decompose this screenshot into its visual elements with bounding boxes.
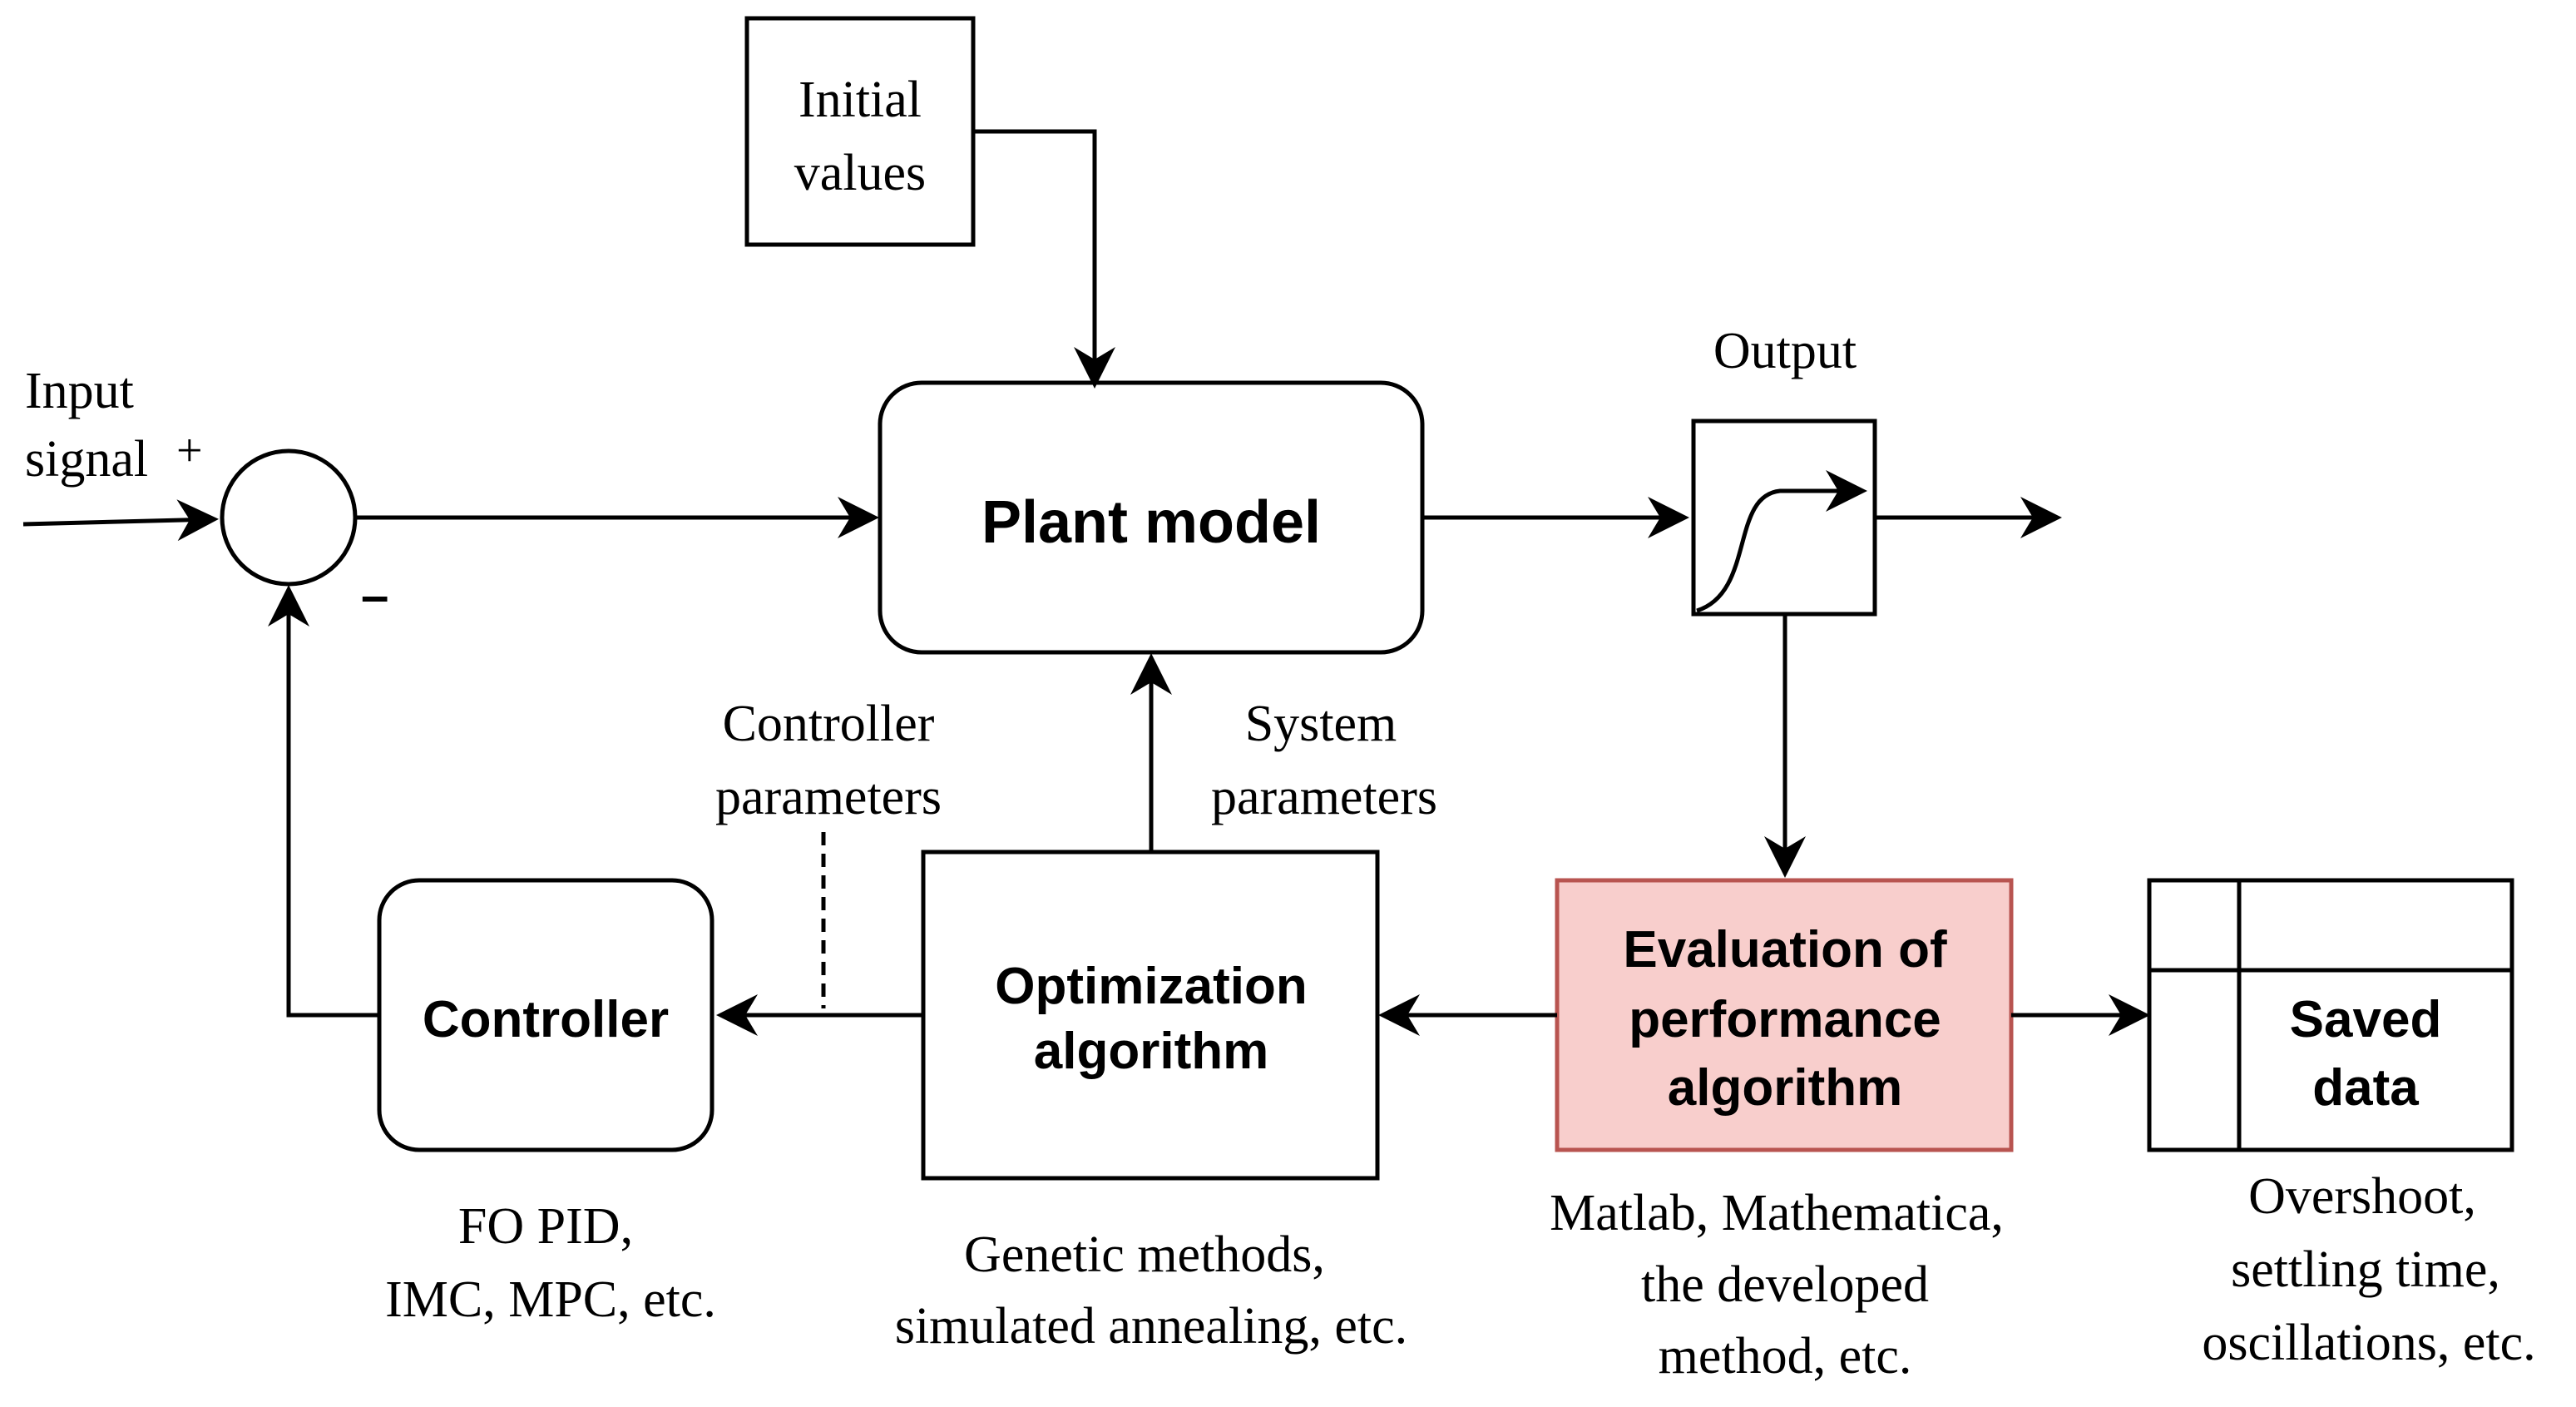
minus-sign: – — [361, 567, 388, 623]
optimization-caption-line1: Genetic methods, — [964, 1226, 1325, 1283]
controller-params-line1: Controller — [723, 696, 935, 752]
output-label: Output — [1713, 323, 1857, 379]
system-params-line2: parameters — [1211, 769, 1437, 825]
optimization-caption-line2: simulated annealing, etc. — [895, 1298, 1407, 1355]
plant-model-label: Plant model — [981, 489, 1321, 556]
step-response-icon — [1696, 470, 1867, 613]
evaluation-label-line2: performance — [1629, 991, 1941, 1048]
optimization-algorithm-block: Optimization algorithm — [921, 850, 1380, 1181]
saved-data-block: Saved data — [2147, 878, 2514, 1152]
system-params-line1: System — [1245, 696, 1397, 752]
optimization-label-line2: algorithm — [1034, 1023, 1268, 1080]
input-arrow — [22, 499, 219, 542]
plus-sign: + — [176, 425, 203, 477]
optimization-label-line1: Optimization — [995, 958, 1307, 1015]
evaluation-label-line3: algorithm — [1668, 1059, 1902, 1117]
controller-caption-line2: IMC, MPC, etc. — [385, 1271, 716, 1328]
controller-block: Controller — [377, 878, 714, 1152]
initial-values-line1: Initial — [799, 72, 922, 128]
evaluation-caption-line2: the developed — [1641, 1256, 1929, 1313]
saved-caption-line1: Overshoot, — [2248, 1168, 2476, 1225]
feedback-arrow — [268, 585, 379, 1018]
evaluation-block: Evaluation of performance algorithm — [1555, 878, 2014, 1152]
saved-caption-line2: settling time, — [2231, 1241, 2500, 1298]
controller-params-line2: parameters — [715, 769, 942, 825]
evaluation-caption-line3: method, etc. — [1659, 1328, 1912, 1385]
plant-model-block: Plant model — [878, 380, 1425, 655]
output-block — [1691, 419, 1877, 617]
initial-values-line2: values — [794, 145, 926, 201]
input-label-line2: signal — [25, 431, 148, 488]
saved-data-line2: data — [2312, 1059, 2419, 1117]
saved-data-line1: Saved — [2290, 991, 2442, 1048]
initial-values-block: Initial values — [744, 16, 976, 247]
evaluation-label-line1: Evaluation of — [1623, 921, 1947, 978]
controller-label: Controller — [423, 991, 669, 1048]
evaluation-caption-line1: Matlab, Mathematica, — [1550, 1185, 2004, 1241]
saved-caption-line3: oscillations, etc. — [2202, 1315, 2535, 1371]
initial-values-arrow — [973, 129, 1115, 389]
input-label-line1: Input — [25, 363, 134, 419]
summing-junction — [220, 448, 358, 587]
controller-caption-line1: FO PID, — [458, 1198, 633, 1255]
